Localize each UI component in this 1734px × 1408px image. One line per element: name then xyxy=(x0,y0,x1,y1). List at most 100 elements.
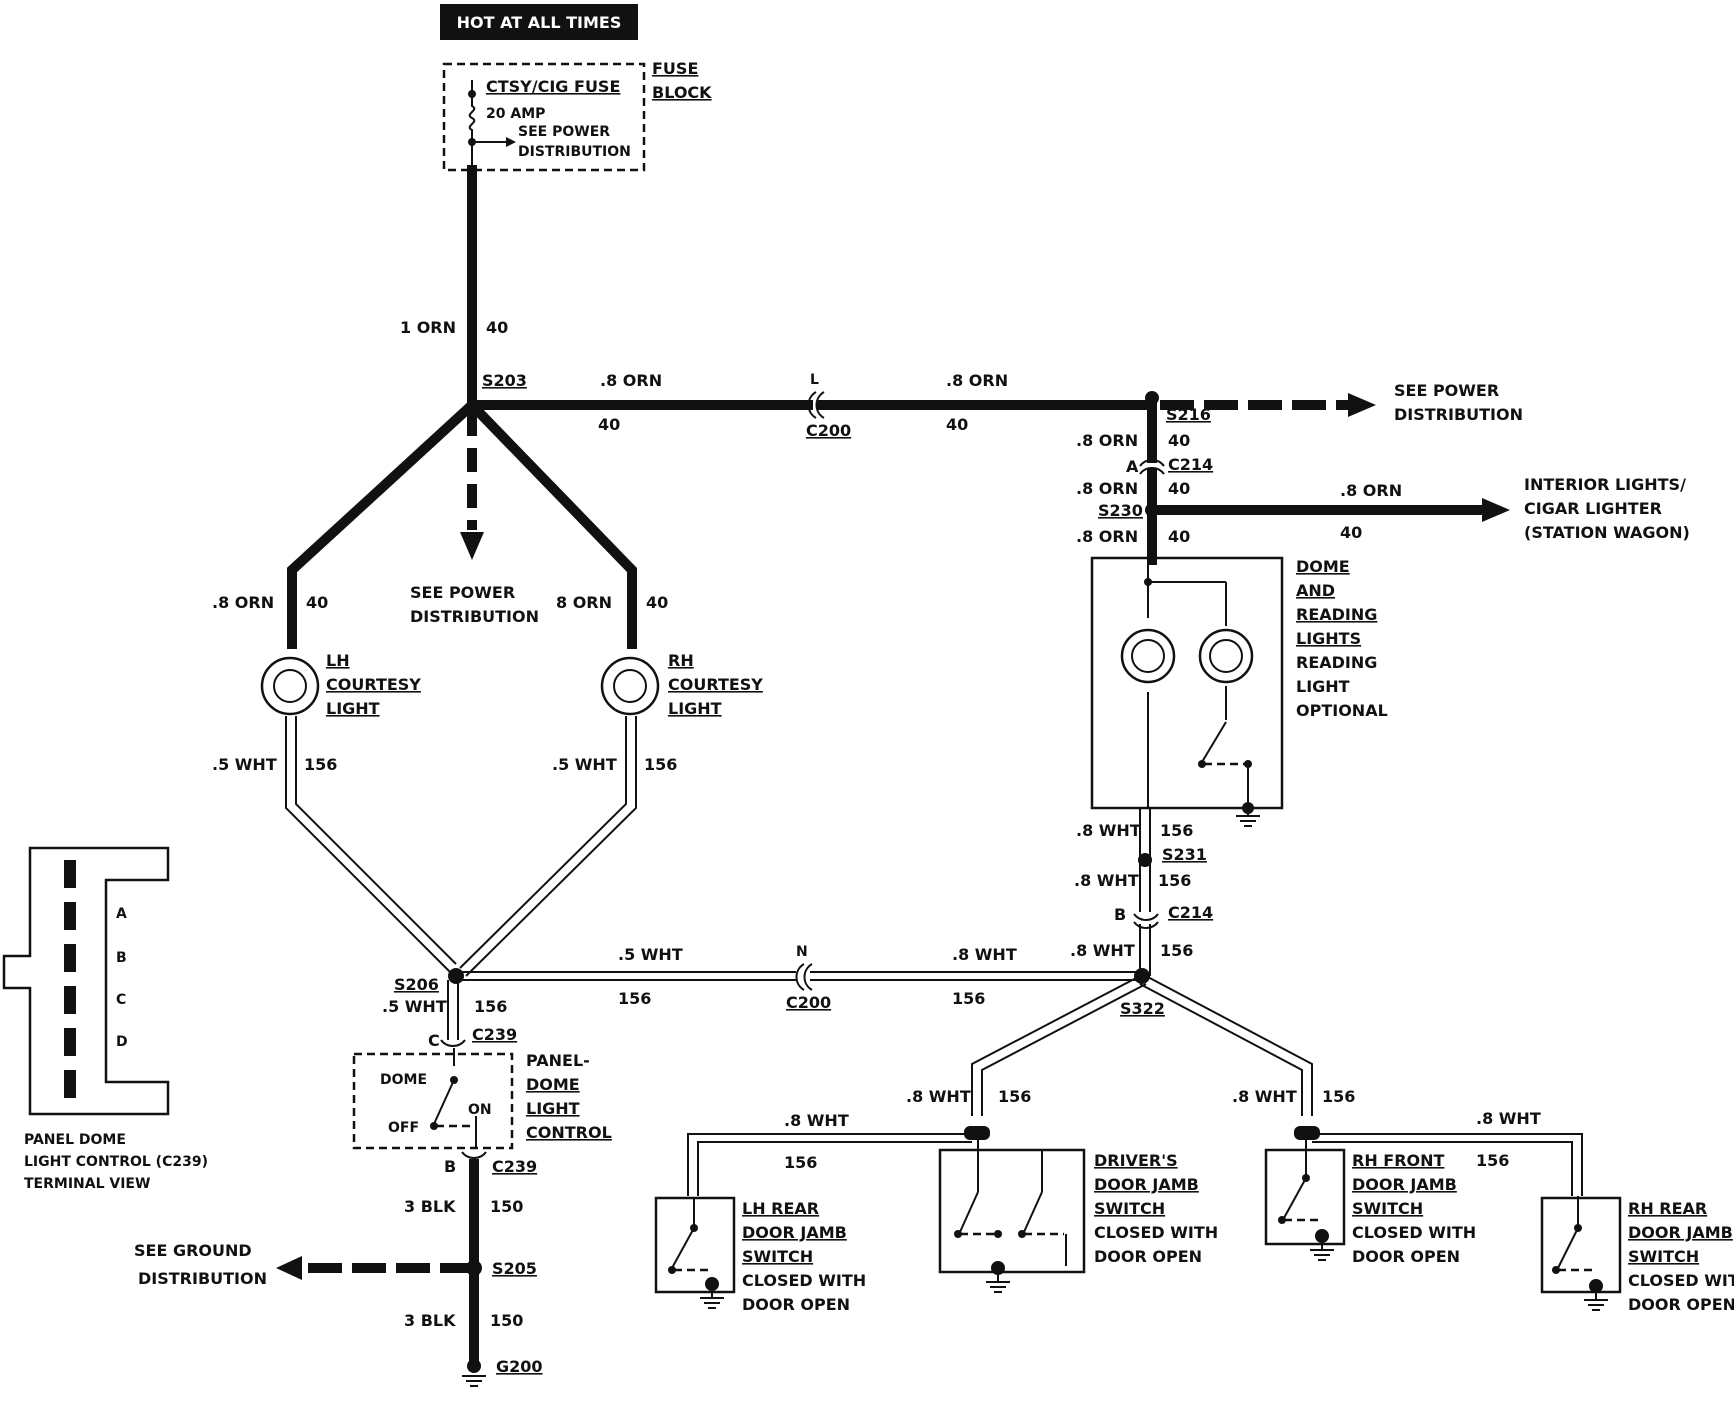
connector-c214-lower: C214 xyxy=(1168,903,1213,922)
hot-at-all-times-label: HOT AT ALL TIMES xyxy=(457,13,622,32)
rh-front-switch-pivot xyxy=(1278,1216,1286,1224)
driver-switch-b-pivot xyxy=(1018,1230,1026,1238)
connector-rhfront-top xyxy=(1294,1126,1320,1140)
label-blk-upper: 3 BLK xyxy=(404,1197,456,1216)
connector-c239-lower: C239 xyxy=(492,1157,537,1176)
label-rh-40: 40 xyxy=(646,593,668,612)
terminal-view-3: TERMINAL VIEW xyxy=(24,1176,150,1192)
connector-c239-upper: C239 xyxy=(472,1025,517,1044)
driver-switch-b-blade xyxy=(1023,1191,1043,1233)
label-rhrear-wht: .8 WHT xyxy=(1476,1109,1541,1128)
connector-c214-a xyxy=(1139,459,1165,467)
rh-front-1: RH FRONT xyxy=(1352,1151,1445,1170)
label-s206-156: 156 xyxy=(618,989,651,1008)
rh-rear-switch-ground xyxy=(1589,1279,1603,1293)
connector-c214-b xyxy=(1133,913,1159,921)
connector-c239-c xyxy=(440,1039,466,1047)
pin-b-c214: B xyxy=(1114,905,1126,924)
driver-5: DOOR OPEN xyxy=(1094,1247,1202,1266)
wire-s203-to-rh xyxy=(464,397,637,649)
label-c200b-wht: .8 WHT xyxy=(952,945,1017,964)
pin-n: N xyxy=(796,944,808,960)
terminal-view-1: PANEL DOME xyxy=(24,1132,126,1148)
ground-g200-dot xyxy=(467,1359,481,1373)
dome-lamp xyxy=(1120,628,1176,684)
label-driver-156: 156 xyxy=(998,1087,1031,1106)
splice-s206-dot xyxy=(448,968,464,984)
ground-g200: G200 xyxy=(496,1357,543,1376)
rh-front-switch-ground xyxy=(1315,1229,1329,1243)
rh-rear-switch-pivot xyxy=(1552,1266,1560,1274)
fuse-block-title-2: BLOCK xyxy=(652,83,712,102)
lh-rear-switch-ground xyxy=(705,1277,719,1291)
dome-ground-icon xyxy=(1236,808,1260,827)
rh-rear-2: DOOR JAMB xyxy=(1628,1223,1733,1242)
fuse-block-title-1: FUSE xyxy=(652,59,698,78)
see-power-mid-1: SEE POWER xyxy=(410,583,515,602)
connector-c200-lower xyxy=(795,963,805,991)
fuse-see-2: DISTRIBUTION xyxy=(518,144,631,160)
interior-lights-3: (STATION WAGON) xyxy=(1524,523,1690,542)
lh-rear-5: DOOR OPEN xyxy=(742,1295,850,1314)
see-ground-2: DISTRIBUTION xyxy=(138,1269,267,1288)
lh-rear-ground-icon xyxy=(700,1290,724,1309)
wire-s203-to-lh xyxy=(287,397,480,649)
label-c214-orn: .8 ORN xyxy=(1076,479,1138,498)
splice-s216: S216 xyxy=(1166,405,1211,424)
lh-rear-switch-blade xyxy=(671,1227,695,1269)
driver-4: CLOSED WITH xyxy=(1094,1223,1218,1242)
see-power-arrow-right xyxy=(1348,393,1376,417)
label-main-40: 40 xyxy=(486,318,508,337)
panel-dome-1: PANEL- xyxy=(526,1051,590,1070)
interior-lights-1: INTERIOR LIGHTS/ xyxy=(1524,475,1686,494)
splice-s230: S230 xyxy=(1098,501,1143,520)
g200-ground-icon xyxy=(462,1375,486,1387)
connector-c200-lower-2 xyxy=(803,963,813,991)
reading-lamp xyxy=(1198,628,1254,684)
splice-s322: S322 xyxy=(1120,999,1165,1018)
connector-c200-top-2 xyxy=(815,391,825,419)
control-pivot xyxy=(430,1122,438,1130)
lh-rear-1: LH REAR xyxy=(742,1199,819,1218)
rh-rear-switch-blade xyxy=(1557,1227,1579,1269)
see-power-mid-2: DISTRIBUTION xyxy=(410,607,539,626)
label-s206-wht: .5 WHT xyxy=(618,945,683,964)
interior-lights-2: CIGAR LIGHTER xyxy=(1524,499,1662,518)
label-s206-down-wht: .5 WHT xyxy=(382,997,447,1016)
label-c214b-156: 156 xyxy=(1160,941,1193,960)
label-lhrear-156: 156 xyxy=(784,1153,817,1172)
terminal-pin-d: D xyxy=(116,1034,128,1050)
label-rhrear-156: 156 xyxy=(1476,1151,1509,1170)
connector-c214-b-2 xyxy=(1133,921,1159,929)
dome-reading-2: AND xyxy=(1296,581,1335,600)
label-c214b-wht: .8 WHT xyxy=(1070,941,1135,960)
splice-s203: S203 xyxy=(482,371,527,390)
connector-c200-top xyxy=(807,391,817,419)
panel-dome-4: CONTROL xyxy=(526,1123,612,1142)
label-dome-156: 156 xyxy=(1160,821,1193,840)
rh-courtesy-lamp xyxy=(600,656,660,716)
label-lh-40: 40 xyxy=(306,593,328,612)
splice-s322-dot xyxy=(1134,968,1150,984)
wht-wires xyxy=(285,716,1583,1196)
control-pos-on: ON xyxy=(468,1102,492,1118)
rh-courtesy-lamp-inner xyxy=(613,669,647,703)
splice-s231: S231 xyxy=(1162,845,1207,864)
label-dome-orn: .8 ORN xyxy=(1076,527,1138,546)
connector-c214-a-2 xyxy=(1139,467,1165,475)
hot-at-all-times-box xyxy=(440,4,638,40)
pin-c-c239: C xyxy=(428,1031,440,1050)
dome-reading-4: LIGHTS xyxy=(1296,629,1361,648)
driver-ground-icon xyxy=(986,1274,1010,1293)
lh-courtesy-lamp xyxy=(260,656,320,716)
label-1-orn: 1 ORN xyxy=(400,318,456,337)
dome-reading-box xyxy=(1090,556,1284,810)
label-c200-40: 40 xyxy=(946,415,968,434)
dome-reading-6: LIGHT xyxy=(1296,677,1350,696)
connector-driver-top xyxy=(964,1126,990,1140)
panel-dome-3: LIGHT xyxy=(526,1099,580,1118)
label-dome-40: 40 xyxy=(1168,527,1190,546)
rh-front-switch-blade xyxy=(1283,1177,1307,1219)
label-c200b-156: 156 xyxy=(952,989,985,1008)
label-lhrear-wht: .8 WHT xyxy=(784,1111,849,1130)
